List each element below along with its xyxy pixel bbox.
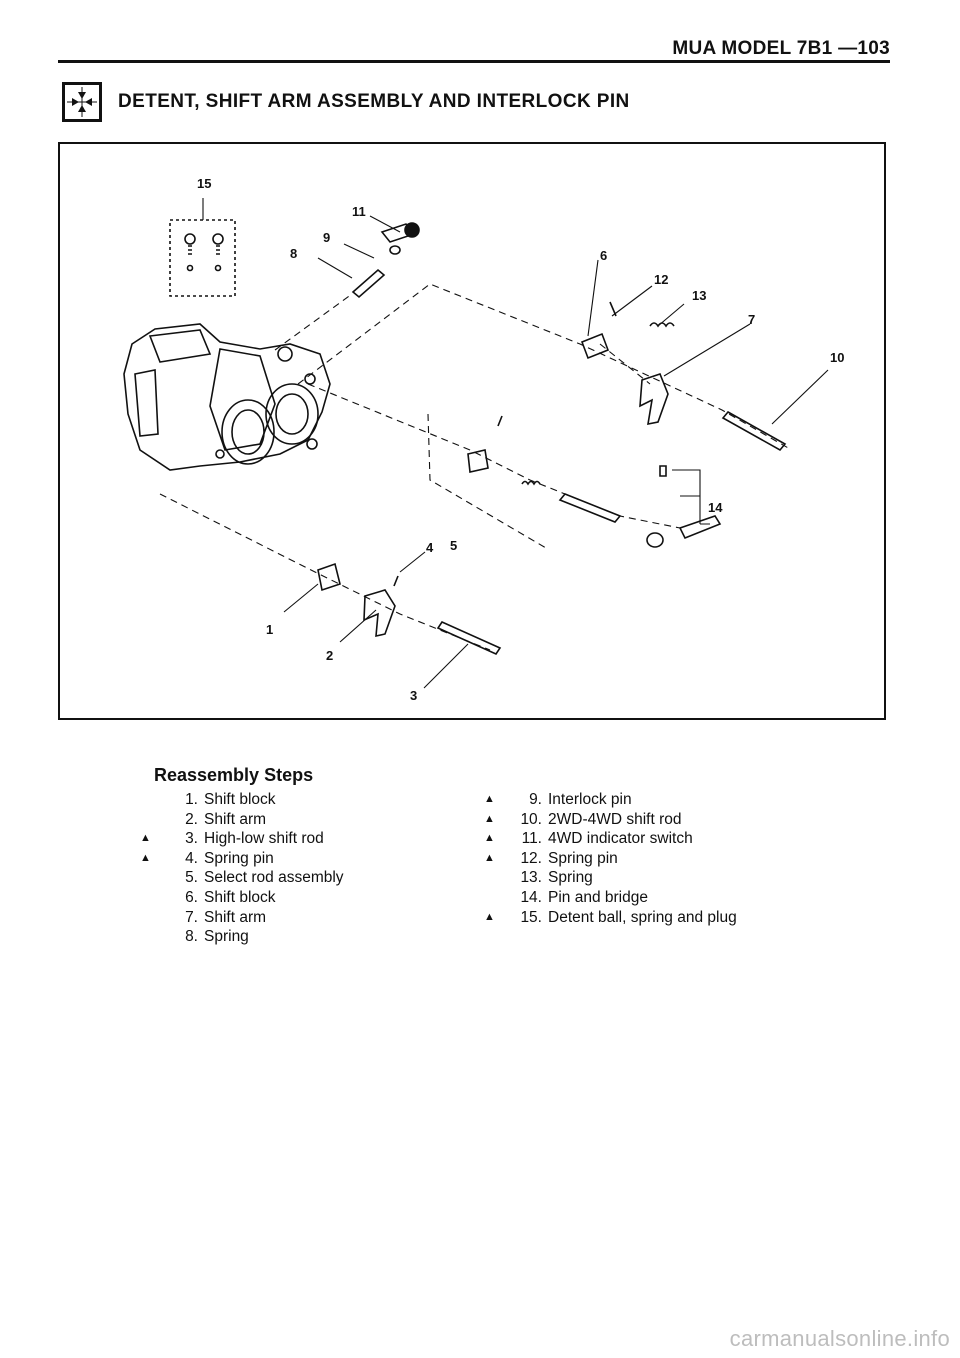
callout-3: 3 [410, 688, 417, 703]
callout-6: 6 [600, 248, 607, 263]
step-number: 14. [520, 888, 542, 906]
step-item: 2. Shift arm [140, 810, 440, 830]
step-label: 4WD indicator switch [548, 830, 693, 848]
step-number: 1. [185, 791, 198, 808]
caution-mark [484, 868, 504, 888]
caution-mark [140, 888, 160, 908]
step-label: Spring [204, 928, 249, 946]
step-number: 12. [520, 849, 542, 867]
callout-11: 11 [352, 204, 366, 219]
diagram-callouts: 15 11 9 8 6 12 13 7 10 14 4 5 1 2 3 [197, 176, 844, 703]
caution-mark [140, 810, 160, 830]
callout-9: 9 [323, 230, 330, 245]
step-item: ▲ 10. 2WD-4WD shift rod [484, 810, 844, 830]
step-item: 14. Pin and bridge [484, 888, 844, 908]
exploded-view-diagram: 15 11 9 8 6 12 13 7 10 14 4 5 1 2 3 [58, 142, 886, 720]
reassembly-steps-left: 1. Shift block 2. Shift arm ▲ 3. High-low sh… [140, 790, 440, 947]
step-number: 11. [521, 830, 542, 848]
caution-mark: ▲ [140, 851, 151, 864]
step-item: 5. Select rod assembly [140, 868, 440, 888]
callout-14: 14 [708, 500, 723, 515]
step-item: 1. Shift block [140, 790, 440, 810]
reassembly-steps-right: ▲ 9. Interlock pin ▲ 10. 2WD-4WD shift rod ▲… [484, 790, 844, 927]
caution-mark [140, 908, 160, 928]
callout-1: 1 [266, 622, 273, 637]
step-label: Spring [548, 869, 593, 887]
caution-mark [140, 927, 160, 947]
caution-mark: ▲ [484, 832, 495, 845]
page-header: MUA MODEL 7B1 —103 [58, 36, 890, 62]
step-label: Shift arm [204, 810, 267, 828]
step-item: 7. Shift arm [140, 908, 440, 928]
section-title: DETENT, SHIFT ARM ASSEMBLY AND INTERLOCK… [118, 91, 630, 112]
step-number: 9. [529, 791, 542, 808]
caution-mark [484, 888, 504, 908]
caution-mark [140, 868, 160, 888]
step-number: 10. [520, 810, 542, 828]
callout-5: 5 [450, 538, 457, 553]
step-item: ▲ 15. Detent ball, spring and plug [484, 908, 844, 928]
step-number: 8. [185, 928, 198, 946]
step-number: 6. [185, 888, 198, 906]
step-label: Spring pin [204, 849, 274, 867]
step-number: 4. [185, 849, 198, 867]
step-label: High-low shift rod [204, 830, 324, 848]
step-number: 2. [185, 810, 198, 828]
step-item: ▲ 9. Interlock pin [484, 790, 844, 810]
callout-2: 2 [326, 648, 333, 663]
caution-mark: ▲ [484, 812, 495, 825]
callout-8: 8 [290, 246, 297, 261]
caution-mark [140, 790, 160, 810]
step-number: 13. [520, 869, 542, 887]
page-reference: MUA MODEL 7B1 —103 [672, 38, 890, 59]
step-item: ▲ 11. 4WD indicator switch [484, 829, 844, 849]
callout-13: 13 [692, 288, 706, 303]
step-label: Spring pin [548, 849, 618, 867]
callout-12: 12 [654, 272, 668, 287]
caution-mark: ▲ [484, 910, 495, 923]
step-label: 2WD-4WD shift rod [548, 810, 682, 828]
step-number: 15. [520, 908, 542, 926]
step-label: Shift block [204, 888, 276, 906]
header-rule [58, 60, 890, 63]
transmission-case-drawing [123, 219, 787, 656]
callout-4: 4 [426, 540, 434, 555]
exploded-view-drawing: 15 11 9 8 6 12 13 7 10 14 4 5 1 2 3 [123, 176, 844, 703]
disassembly-reassembly-icon [62, 82, 102, 122]
step-number: 7. [185, 908, 198, 926]
callout-leader-lines [202, 198, 829, 689]
step-label: Pin and bridge [548, 888, 648, 906]
step-label: Detent ball, spring and plug [548, 908, 737, 926]
step-item: ▲ 4. Spring pin [140, 849, 440, 869]
step-label: Shift arm [204, 908, 267, 926]
step-item: 13. Spring [484, 868, 844, 888]
step-item: ▲ 3. High-low shift rod [140, 829, 440, 849]
reassembly-steps-title: Reassembly Steps [154, 765, 314, 785]
step-item: ▲ 12. Spring pin [484, 849, 844, 869]
step-label: Interlock pin [548, 791, 632, 808]
caution-mark: ▲ [140, 832, 151, 845]
callout-15: 15 [197, 176, 211, 191]
callout-10: 10 [830, 350, 844, 365]
step-number: 3. [185, 830, 198, 848]
step-label: Select rod assembly [204, 869, 344, 887]
step-item: 8. Spring [140, 927, 440, 947]
caution-mark: ▲ [484, 851, 495, 864]
step-number: 5. [185, 869, 198, 887]
step-label: Shift block [204, 791, 276, 808]
caution-mark: ▲ [484, 793, 495, 805]
assembly-path-lines [159, 283, 791, 651]
source-watermark: carmanualsonline.info [729, 1326, 950, 1351]
callout-7: 7 [748, 312, 755, 327]
step-item: 6. Shift block [140, 888, 440, 908]
